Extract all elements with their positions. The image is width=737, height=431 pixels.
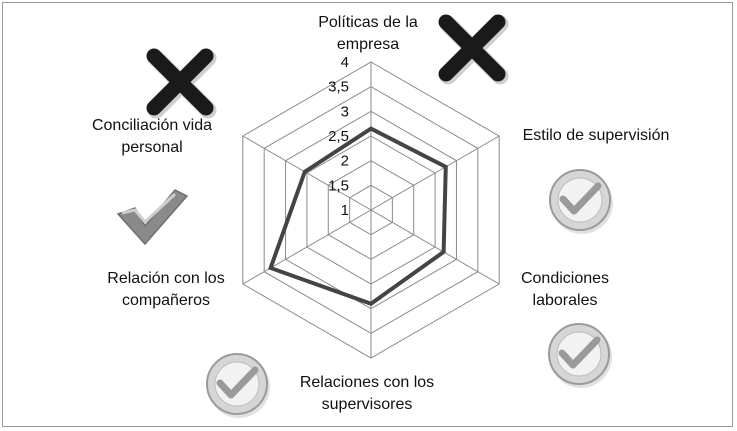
category-label-line: laborales <box>533 292 598 309</box>
grid-spoke <box>370 135 500 211</box>
category-label-line: Relación con los <box>107 270 224 287</box>
category-label: Políticas de la empresa <box>318 14 418 53</box>
tick-label: 1,5 <box>328 177 349 194</box>
category-label-line: personal <box>121 139 182 156</box>
category-label-line: Condiciones <box>521 270 609 287</box>
tick-label: 2 <box>341 153 349 170</box>
check-icon <box>116 189 189 246</box>
grid-spoke <box>242 209 372 285</box>
series-line <box>268 126 448 306</box>
tick-label: 3,5 <box>328 79 349 96</box>
grid-spoke <box>370 209 500 285</box>
category-label-line: Políticas de la <box>318 14 418 31</box>
radar-series <box>268 126 448 306</box>
category-label-line: Relaciones con los <box>300 374 434 391</box>
category-label-line: compañeros <box>122 292 210 309</box>
radial-ticks: 1 1,5 2 2,5 3 3,5 4 <box>328 54 349 219</box>
category-label: Relaciones con los supervisores <box>300 374 434 413</box>
category-label: Conciliación vida personal <box>92 117 212 156</box>
cross-icon <box>438 14 509 85</box>
grid-spoke <box>242 135 372 211</box>
category-label-line: supervisores <box>322 396 413 413</box>
category-label: Relación con los compañeros <box>107 270 224 309</box>
category-label-line: Estilo de supervisión <box>523 127 670 144</box>
check-icon <box>548 323 612 388</box>
tick-label: 4 <box>341 54 349 71</box>
radar-grid <box>242 61 500 359</box>
category-label-line: empresa <box>337 36 399 53</box>
category-label: Condiciones laborales <box>521 270 609 309</box>
tick-label: 3 <box>341 103 349 120</box>
tick-label: 1 <box>341 202 349 219</box>
check-icon <box>206 353 270 418</box>
tick-label: 2,5 <box>328 128 349 145</box>
cross-icon <box>146 48 217 119</box>
check-icon <box>549 169 613 234</box>
status-icons <box>116 14 613 418</box>
category-label: Estilo de supervisión <box>523 127 670 144</box>
category-label-line: Conciliación vida <box>92 117 212 134</box>
